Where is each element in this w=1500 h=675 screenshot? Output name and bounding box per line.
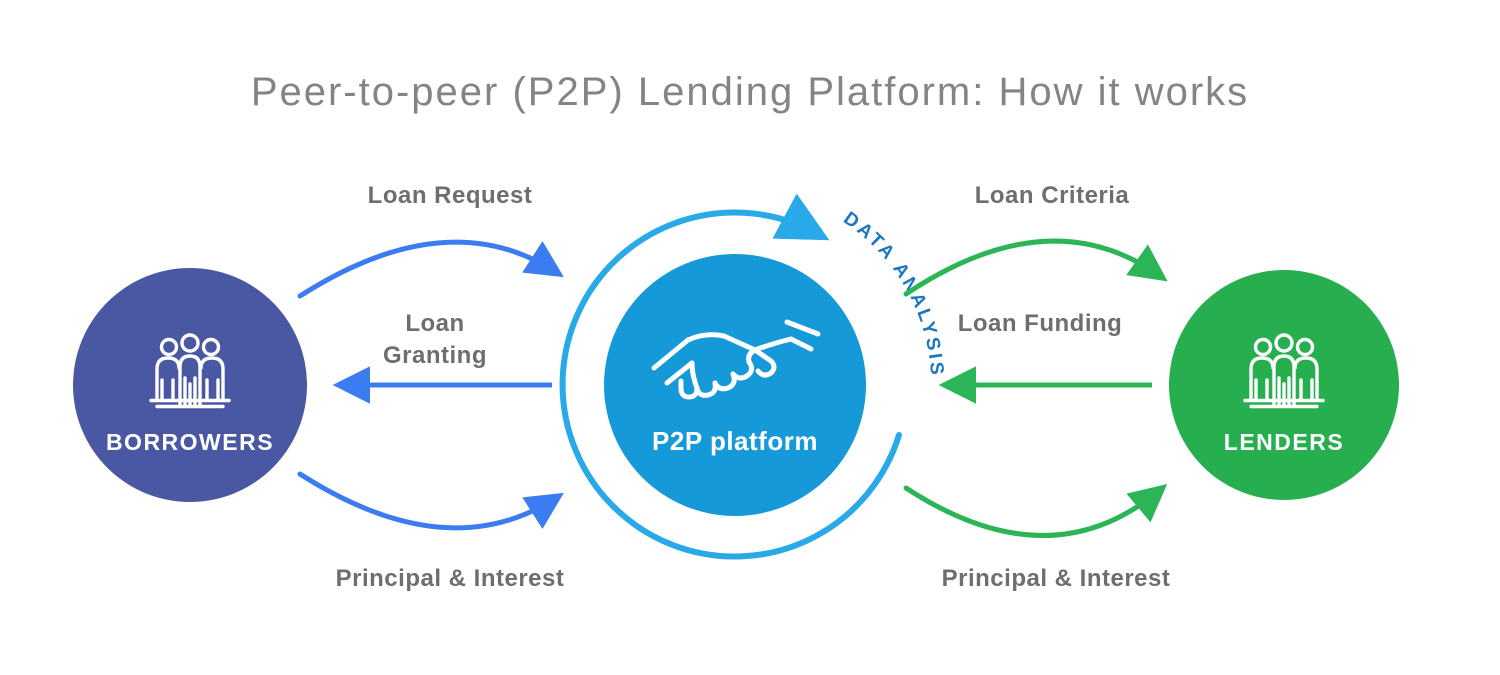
loan-request-arrow <box>297 239 564 299</box>
people-group-icon <box>1243 333 1325 409</box>
handshake-icon <box>651 319 821 400</box>
loan-request-label: Loan Request <box>367 182 533 209</box>
people-group-icon <box>149 333 231 409</box>
principal-interest-right-label: Principal & Interest <box>941 565 1171 592</box>
loan-funding-label: Loan Funding <box>957 310 1123 337</box>
page-title: Peer-to-peer (P2P) Lending Platform: How… <box>250 70 1250 114</box>
p2p-platform-node-label: P2P platform <box>652 426 818 456</box>
data-analysis-ring-arrow <box>559 193 902 560</box>
lenders-node-label: LENDERS <box>1223 429 1345 455</box>
loan-criteria-arrow <box>903 238 1168 297</box>
loan-granting-label: Loan Granting <box>383 310 487 369</box>
borrowers-node-label: BORROWERS <box>105 429 275 455</box>
principal-interest-left-arrow <box>297 471 564 531</box>
principal-interest-left-label: Principal & Interest <box>335 565 565 592</box>
principal-interest-right-arrow <box>903 483 1168 538</box>
loan-criteria-label: Loan Criteria <box>974 182 1130 209</box>
